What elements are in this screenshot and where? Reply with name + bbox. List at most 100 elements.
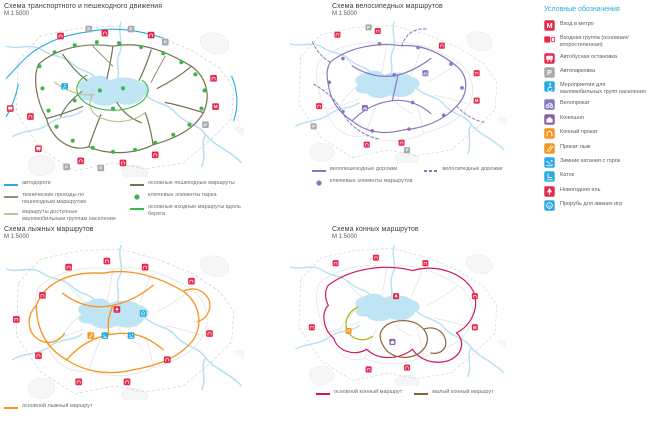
legend-item: Каток	[544, 171, 646, 183]
pedestrian-routes-layer	[35, 44, 208, 154]
legend-item-label: Конный прокат	[560, 129, 598, 136]
map-title-bike: Схема велосипедных маршрутов	[332, 3, 443, 10]
lake	[355, 293, 420, 322]
skate-marker	[101, 332, 109, 339]
legend-item-label: Мероприятия для маломобильных групп насе…	[560, 82, 646, 96]
accessible-routes-layer	[53, 81, 146, 123]
tree-icon	[544, 186, 555, 197]
map-legend-bike: велопешеходные дорожки ключевые элементы …	[312, 166, 532, 187]
bike-icon	[544, 99, 555, 111]
entrance-marker	[123, 378, 131, 386]
map-legend-column: основной конный маршрут	[316, 389, 402, 398]
map-legend-item: ключевые элементы парка	[130, 192, 244, 201]
entrance-marker	[151, 151, 159, 159]
map-legend-label: маршруты доступные маломобильным группам…	[22, 208, 116, 222]
entrance-marker	[316, 103, 323, 110]
park-boundary	[298, 25, 498, 158]
map-header: Схема конных маршрутов М 1:5000	[288, 226, 532, 240]
svg-text:M: M	[475, 98, 479, 103]
map-legend-column: основной лыжный маршрут	[4, 403, 93, 412]
legend-item-label: Новогодняя ель	[560, 186, 601, 193]
legend-item-label: Конюшня	[560, 114, 584, 121]
entrance-marker	[438, 42, 445, 49]
parking-marker: P	[97, 164, 105, 172]
map-legend-label: основные пешеходные маршруты	[148, 180, 235, 186]
park-boundary	[15, 25, 235, 172]
bike-marker	[422, 70, 429, 77]
legend-item: Зимние катания с горок	[544, 157, 646, 168]
map-legend-item: основной лыжный маршрут	[4, 403, 93, 412]
parking-icon: P	[544, 67, 555, 78]
entrance-marker	[308, 324, 315, 331]
entrance-marker	[35, 352, 42, 360]
map-markers: M	[308, 254, 478, 373]
accessibility-marker	[61, 83, 68, 90]
parking-marker: P	[127, 25, 135, 33]
legend-item-label: Вход в метро	[560, 21, 594, 27]
legend-item-label: Зимние катания с горок	[560, 158, 621, 165]
legend-panel-title: Условные обозначения	[544, 6, 620, 13]
map-legend-item: велосипедные дорожки	[424, 166, 502, 175]
park-boundary	[15, 248, 235, 395]
accessibility-icon	[544, 81, 555, 93]
parking-marker: P	[310, 123, 317, 130]
stable-marker	[389, 338, 396, 345]
svg-text:P: P	[129, 27, 132, 32]
map-legend-item: ключевые элементы маршрутов	[312, 178, 412, 187]
svg-text:M: M	[473, 325, 477, 330]
legend-swatch-line	[130, 205, 144, 213]
parking-marker: P	[63, 163, 70, 171]
entrance-marker	[398, 139, 405, 146]
map-legend-ski: основной лыжный маршрут	[4, 403, 282, 412]
parking-marker: P	[202, 121, 209, 128]
map-legend-label: автодороги	[22, 180, 51, 186]
map-legend-label: ключевые элементы маршрутов	[330, 178, 413, 184]
map-legend-label: ключевые элементы парка	[148, 192, 217, 198]
map-legend-item: малый конный маршрут	[414, 389, 494, 398]
svg-text:P: P	[204, 122, 207, 127]
context-terrain	[28, 255, 244, 400]
map-section-horse: Схема конных маршрутов М 1:5000 M основн…	[288, 226, 532, 398]
legend-swatch-dot	[312, 179, 326, 187]
legend-swatch-line	[4, 193, 18, 201]
legend-item: M Вход в метро	[544, 20, 646, 31]
map-legend-label: велопешеходные дорожки	[330, 166, 398, 172]
icehole-icon	[544, 200, 555, 211]
legend-item: Конюшня	[544, 114, 646, 125]
sled-icon	[544, 157, 555, 168]
map-legend-column: основные пешеходные маршруты ключевые эле…	[130, 180, 244, 218]
legend-item-label: Каток	[560, 172, 575, 179]
entrance-marker	[57, 32, 64, 40]
ghost-paths	[35, 267, 208, 377]
ski-map-canvas	[6, 244, 244, 400]
entrance-marker	[12, 316, 20, 323]
legend-item: Входная группа (основная/второстепенная)	[544, 34, 646, 49]
legend-swatch-line	[414, 390, 429, 398]
legend-swatch-line	[4, 404, 18, 412]
map-legend-column: малый конный маршрут	[414, 389, 494, 398]
entrance-marker	[332, 260, 339, 267]
map-legend-column: велопешеходные дорожки ключевые элементы …	[312, 166, 412, 187]
legend-item-label: Входная группа (основная/второстепенная)	[560, 35, 629, 49]
entrance-marker	[374, 27, 381, 35]
legend-item-label: Прорубь для зимних игр	[560, 201, 623, 208]
horse-map-canvas: M	[289, 244, 506, 386]
skate-icon	[544, 171, 555, 183]
entrance-marker	[27, 113, 34, 120]
map-section-ski: Схема лыжных маршрутов М 1:5000 основной…	[4, 226, 282, 412]
svg-text:M: M	[546, 21, 552, 30]
map-title-ski: Схема лыжных маршрутов	[4, 226, 94, 233]
legend-item: Прорубь для зимних игр	[544, 200, 646, 211]
entrance-marker	[365, 366, 372, 373]
entrance-marker	[141, 263, 149, 271]
map-header: Схема лыжных маршрутов М 1:5000	[4, 226, 282, 240]
legend-swatch-line	[316, 390, 330, 398]
park-boundary	[298, 248, 498, 381]
entrance-marker	[473, 70, 480, 77]
bike-marker	[361, 104, 368, 111]
metro-marker: M	[212, 103, 219, 110]
